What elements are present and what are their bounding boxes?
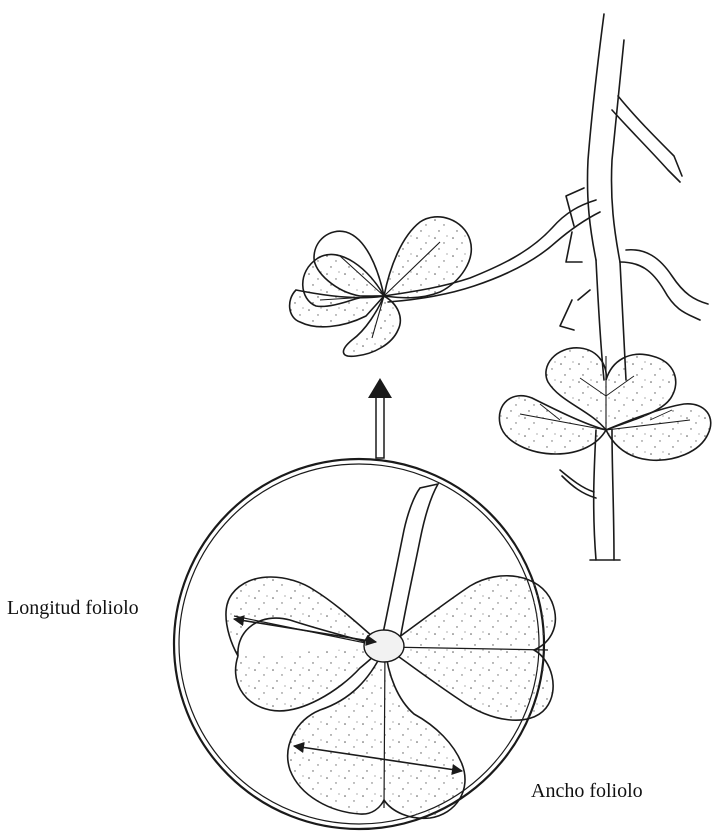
leaflet-length-label: Longitud foliolo [7,597,139,620]
clover-leaf-upper [290,217,472,356]
magnification-arrow [368,378,392,458]
enlarged-clover-leaf [226,484,555,818]
leaflet-width-label: Ancho foliolo [531,780,643,803]
clover-leaf-lower [499,348,710,460]
